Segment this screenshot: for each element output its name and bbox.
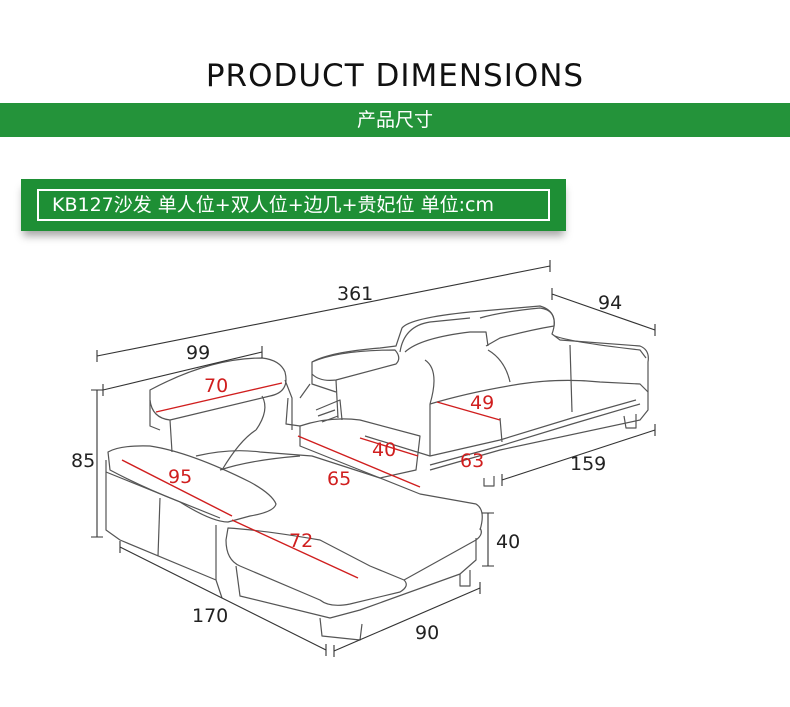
dim-chaise-arm: 95 (168, 466, 192, 488)
dim-left-width: 99 (186, 342, 210, 364)
dim-depth: 94 (598, 292, 622, 314)
spec-label: KB127沙发 单人位+双人位+边几+贵妃位 单位:cm (37, 189, 550, 221)
dim-chaise-seat: 72 (289, 530, 313, 552)
dim-total-length: 361 (337, 283, 373, 305)
sofa-drawing (105, 305, 649, 641)
dim-chaise-length: 170 (192, 605, 228, 627)
dim-seat-depth-right: 63 (460, 450, 484, 472)
spec-banner (21, 179, 566, 231)
dim-left-headrest: 70 (204, 375, 228, 397)
dim-height: 85 (71, 450, 95, 472)
page-title: PRODUCT DIMENSIONS (205, 58, 585, 94)
dim-right-headrest: 49 (470, 392, 494, 414)
dimension-lines (91, 260, 656, 657)
dim-side-table: 40 (372, 439, 396, 461)
dim-seat-width-table: 65 (327, 468, 351, 490)
dim-seat-height: 40 (496, 531, 520, 553)
page-subtitle: 产品尺寸 (356, 109, 433, 131)
measurement-lines (121, 382, 501, 579)
dim-chaise-width: 90 (415, 622, 439, 644)
title-band (0, 103, 790, 137)
dim-right-length: 159 (570, 453, 606, 475)
